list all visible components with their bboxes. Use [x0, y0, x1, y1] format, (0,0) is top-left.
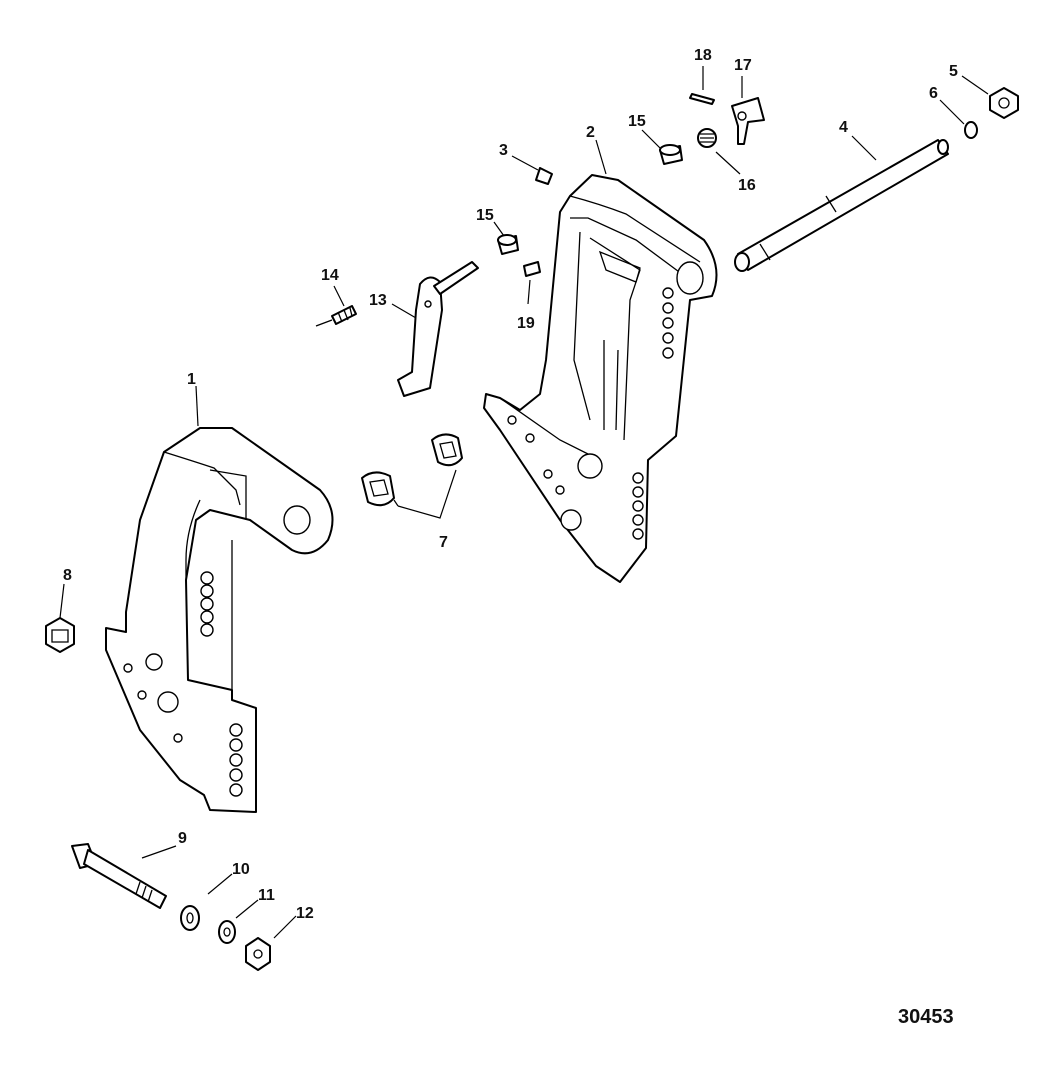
callout-6: 6	[929, 85, 938, 102]
callout-14: 14	[321, 267, 339, 284]
tilt-lock-cam	[731, 97, 765, 145]
clamp-bracket-right	[483, 174, 718, 583]
clamp-bolt	[71, 843, 167, 909]
grease-fitting	[535, 167, 553, 185]
callout-11: 11	[258, 887, 275, 904]
callout-2: 2	[586, 124, 595, 141]
callout-5: 5	[949, 63, 958, 80]
callout-8: 8	[63, 567, 72, 584]
tilt-tube-nut	[989, 87, 1019, 119]
flat-washer	[180, 905, 200, 931]
callout-10: 10	[232, 861, 250, 878]
bracket-nut	[45, 617, 75, 653]
callout-17: 17	[734, 57, 752, 74]
callout-13: 13	[369, 292, 387, 309]
tilt-tube	[734, 139, 949, 272]
callout-7: 7	[439, 534, 448, 551]
callout-18: 18	[694, 47, 712, 64]
lever-spring	[315, 305, 357, 327]
callout-9: 9	[178, 830, 187, 847]
bushing-upper	[659, 144, 683, 165]
callout-4: 4	[839, 119, 848, 136]
callout-3: 3	[499, 142, 508, 159]
detent-spring	[697, 128, 717, 148]
bushing-lower	[497, 234, 519, 255]
callout-15-lower: 15	[476, 207, 494, 224]
callout-12: 12	[296, 905, 314, 922]
tilt-lock-lever	[397, 261, 479, 397]
lock-washer	[218, 920, 236, 944]
hex-nut	[245, 937, 271, 971]
leader-lines	[59, 66, 989, 939]
tilt-tube-washer	[964, 121, 978, 139]
callout-labels: 1 2 3 4 5 6 7 8 9 10 11 12 13 14 15 15 1…	[63, 47, 958, 922]
roll-pin	[689, 93, 715, 105]
callout-16: 16	[738, 177, 756, 194]
callout-15-upper: 15	[628, 113, 646, 130]
figure-reference-number: 30453	[898, 1006, 954, 1028]
clamp-bracket-left	[105, 427, 334, 813]
spacer-upper	[431, 433, 463, 467]
callout-19: 19	[517, 315, 535, 332]
spacer-lower	[361, 471, 395, 507]
callout-1: 1	[187, 371, 196, 388]
set-screw	[523, 261, 541, 277]
